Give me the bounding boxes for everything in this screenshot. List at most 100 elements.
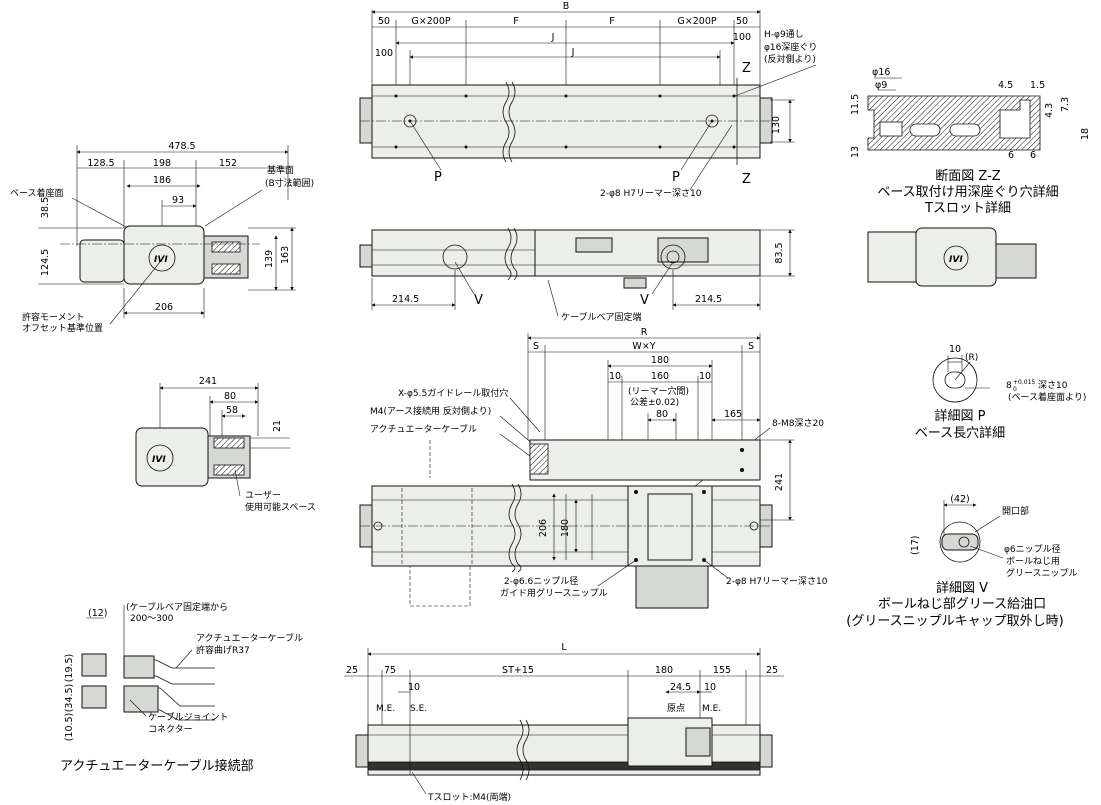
d13: 13 [850, 146, 861, 158]
hole-note-1: H-φ9通し [764, 29, 804, 40]
dim-478-5: 478.5 [168, 141, 195, 152]
dim-34-5: (34.5) [64, 684, 75, 713]
detail-p-title-2: ベース長穴詳細 [915, 425, 1005, 441]
side-view: 83.5 214.5 214.5 V V ケーブルベア固定端 [359, 227, 795, 323]
dim-241-slider: 241 [774, 473, 785, 491]
dim-42: (42) [950, 494, 970, 505]
dim-s-right: S [748, 341, 754, 352]
bottom-view: L 25 75 ST+15 180 155 25 10 24.5 10 M.E.… [344, 642, 784, 803]
dim-165: 165 [724, 409, 742, 420]
hole-note-3: (反対側より) [764, 53, 816, 65]
nipple-note-2: ガイド用グリースニップル [500, 587, 608, 599]
tol-depth: 深さ10 [1038, 380, 1068, 391]
dim-130: 130 [771, 116, 782, 134]
radius-r: (R) [965, 353, 978, 363]
cable-fixed-2: 200～300 [130, 614, 174, 624]
hole-note-2: φ16深座ぐり [764, 41, 817, 53]
dim-80-slider: 80 [656, 409, 668, 420]
dim-80: 80 [224, 391, 236, 402]
logo-user-space: IVI [152, 455, 166, 465]
user-space-label-1: ユーザー [245, 490, 281, 501]
dim-l: L [561, 642, 567, 653]
dim-206: 206 [155, 302, 173, 313]
dim-wxy: W×Y [632, 341, 655, 352]
section-title-3: Tスロット詳細 [924, 200, 1011, 216]
detail-v: (42) (17) 開口部 φ6ニップル径 ボールねじ用 グリースニップル 詳細… [846, 494, 1077, 629]
dim-58: 58 [226, 405, 238, 416]
dim-12: (12) [88, 608, 108, 619]
opening-label: 開口部 [1002, 505, 1029, 517]
section-title-1: 断面図 Z-Z [935, 169, 1001, 184]
m4-earth-note: M4(アース接続用 反対側より) [370, 405, 491, 417]
me-left: M.E. [376, 704, 395, 714]
pitch-1: (リーマー穴間) [628, 385, 689, 397]
tol-sup: +0.015 [1013, 379, 1035, 386]
tol-8: 8 [1006, 381, 1012, 391]
dim-17: (17) [910, 535, 921, 555]
dim-100-left: 100 [375, 48, 393, 59]
dim-25-right: 25 [766, 665, 778, 676]
dim-180-bottom: 180 [655, 665, 673, 676]
cable-fixed-1: (ケーブルベア固定端から [126, 601, 228, 613]
base-surface: ベース着座面 [10, 187, 64, 199]
dim-10-p: 10 [949, 344, 961, 355]
phi16: φ16 [872, 67, 890, 78]
joint-1: ケーブルジョイント [148, 711, 228, 723]
cable-connection: (ケーブルベア固定端から 200～300 (12) アクチュエーターケーブル 許… [60, 601, 303, 774]
d18: 18 [1080, 128, 1091, 140]
tol-sub: 0 [1013, 386, 1017, 393]
tol-from-base: (ベース着座面より) [1008, 391, 1086, 403]
moment-label-1: 許容モーメント [22, 311, 85, 323]
dim-f-right: F [609, 16, 614, 27]
v-nipple-1: φ6ニップル径 [1004, 543, 1061, 555]
dim-186: 186 [153, 175, 171, 186]
top-view: B 50 G×200P F F G×200P 50 100 J J 100 [359, 1, 817, 199]
bend-1: アクチュエーターケーブル [196, 632, 303, 644]
dim-38-5: 38.5 [40, 197, 51, 218]
nipple-note-1: 2-φ6.6ニップル径 [504, 575, 578, 587]
dim-f-left: F [513, 16, 518, 27]
dim-st15: ST+15 [502, 665, 534, 676]
dim-241: 241 [199, 376, 217, 387]
section-mark-z-bottom: Z [742, 172, 751, 187]
dim-198: 198 [153, 158, 171, 169]
dim-152: 152 [219, 158, 237, 169]
d1-5: 1.5 [1030, 80, 1045, 91]
pitch-2: 公差±0.02) [630, 396, 679, 408]
dim-206-slider: 206 [538, 519, 549, 537]
detail-mark-v-right: V [640, 293, 649, 308]
detail-v-title-1: 詳細図 V [936, 580, 988, 596]
detail-p: 10 (R) 8 +0.015 0 深さ10 (ベース着座面より) 詳細図 P … [915, 344, 1087, 441]
dim-75: 75 [384, 665, 396, 676]
detail-v-title-2: ボールねじ部グリース給油口 [878, 597, 1046, 612]
se-label: S.E. [410, 704, 427, 714]
dim-155: 155 [713, 665, 731, 676]
guide-hole-note: X-φ5.5ガイドレール取付穴 [398, 387, 508, 399]
dim-163: 163 [280, 246, 291, 264]
logo-left: IVI [154, 255, 168, 265]
dim-10-left: 10 [408, 682, 420, 693]
dim-180: 180 [651, 355, 669, 366]
dim-25-left: 25 [346, 665, 358, 676]
moment-label-2: オフセット基準位置 [22, 322, 103, 334]
dim-g200p-right: G×200P [677, 16, 716, 27]
dim-50-left: 50 [378, 16, 390, 27]
section-zz: φ16 φ9 4.5 1.5 11.5 4.3 7.3 13 18 6 6 断面… [850, 67, 1091, 216]
dim-s-left: S [533, 341, 539, 352]
detail-mark-p-left: P [434, 170, 442, 185]
detail-v-title-3: (グリースニップルキャップ取外し時) [846, 614, 1064, 629]
bend-2: 許容曲げR37 [196, 644, 250, 656]
dim-214-5-right: 214.5 [695, 294, 722, 305]
ref-surface-2: (B寸法範囲) [265, 177, 314, 189]
dim-19-5: (19.5) [64, 654, 75, 683]
dim-j-lower: J [571, 47, 575, 58]
dim-21: 21 [272, 420, 283, 432]
tslot-note: Tスロット:M4(両端) [427, 791, 511, 803]
dim-g200p-left: G×200P [411, 16, 450, 27]
dim-124-5: 124.5 [40, 249, 51, 276]
dim-214-5-left: 214.5 [392, 294, 419, 305]
d4-5: 4.5 [998, 80, 1013, 91]
dim-b: B [563, 1, 570, 12]
